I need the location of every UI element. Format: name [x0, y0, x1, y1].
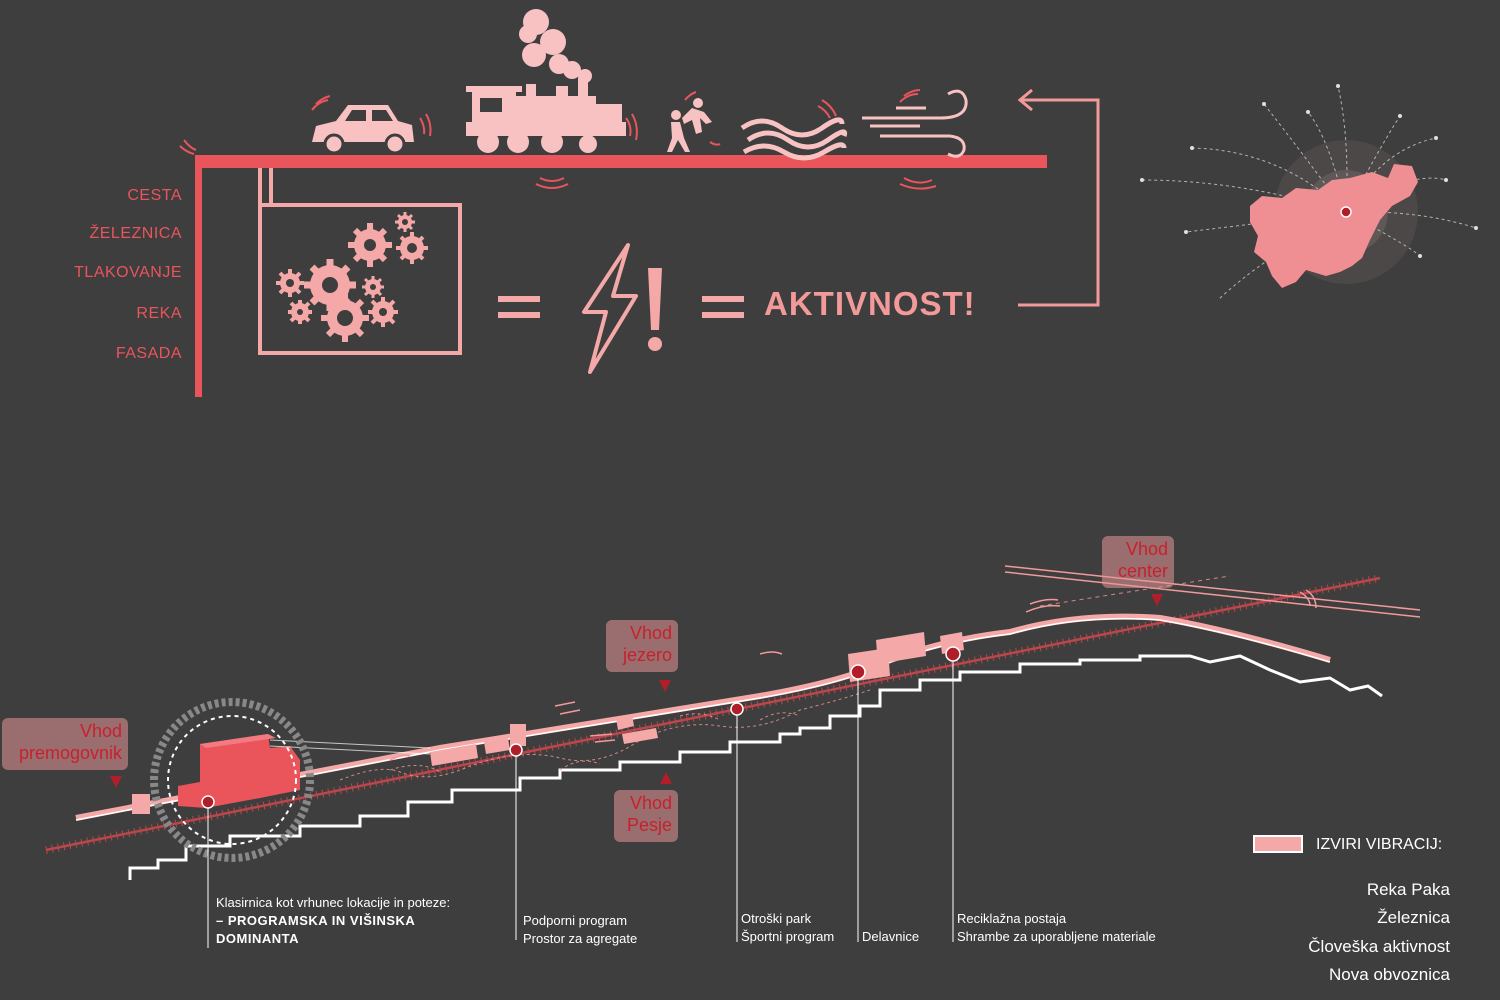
water-waves-icon — [740, 99, 848, 161]
arrow-premogovnik — [110, 776, 122, 788]
focus-circle — [150, 698, 314, 862]
label-tlakovanje: TLAKOVANJE — [74, 264, 182, 281]
steam-train-icon — [466, 9, 638, 189]
slovenia-map-icon — [1140, 84, 1478, 301]
caption-reciklazna: Reciklažna postaja Shrambe za uporabljen… — [957, 910, 1156, 946]
otroski-buildings — [616, 714, 658, 744]
caption-reciklazna-line2: Shrambe za uporabljene materiale — [957, 929, 1156, 944]
equals-sign-2 — [702, 296, 744, 318]
caption-klasirnica: Klasirnica kot vrhunec lokacije in potez… — [216, 894, 450, 948]
railway-track — [45, 574, 1381, 854]
aktivnost-label: AKTIVNOST! — [764, 285, 976, 322]
delavnice-buildings — [848, 632, 964, 682]
vibration-marks — [389, 589, 1317, 761]
marker-klasirnica — [201, 795, 215, 809]
caption-delavnice: Delavnice — [862, 929, 920, 944]
legend-item-nova-obvoznica: Nova obvoznica — [1329, 965, 1450, 984]
internal-paths — [339, 575, 1231, 781]
caption-klasirnica-line1: Klasirnica kot vrhunec lokacije in potez… — [216, 895, 451, 910]
arrow-center — [1151, 594, 1163, 606]
arrow-jezero — [659, 680, 671, 692]
marker-delavnice — [850, 664, 866, 680]
entrance-arrows — [110, 594, 1163, 788]
location-markers — [201, 646, 961, 948]
wind-icon — [862, 89, 968, 190]
new-bypass-road — [1004, 565, 1421, 618]
main-road — [75, 613, 1331, 821]
legend-item-cloveska-aktivnost: Človeška aktivnost — [1308, 937, 1450, 956]
gears-box — [258, 168, 462, 355]
caption-reciklazna-line1: Reciklažna postaja — [957, 911, 1067, 926]
caption-podporni: Podporni program Prostor za agregate — [523, 912, 637, 948]
arrow-pesje — [660, 772, 672, 784]
terrain-boundary — [128, 654, 1383, 880]
caption-otroski-line1: Otroški park — [741, 911, 812, 926]
marker-otroski — [730, 702, 744, 716]
legend-item-zeleznica: Železnica — [1377, 908, 1450, 927]
podporni-buildings — [430, 724, 526, 766]
people-icon — [667, 91, 721, 152]
legend-swatch — [1253, 835, 1303, 853]
smoke-icon — [519, 9, 592, 83]
lightning-icon — [582, 243, 638, 374]
label-cesta: CESTA — [127, 187, 182, 204]
small-building-1 — [132, 794, 150, 814]
label-zeleznica: ŽELEZNICA — [89, 225, 182, 242]
top-frame — [195, 155, 1047, 397]
marker-reciklazna — [945, 646, 961, 662]
car-icon — [179, 95, 432, 155]
klasirnica-building — [178, 734, 300, 808]
caption-otroski-line2: Športni program — [741, 929, 835, 944]
buildings — [132, 632, 964, 814]
feedback-arrow — [1017, 88, 1100, 307]
label-fasada: FASADA — [115, 345, 182, 362]
caption-klasirnica-line2: – PROGRAMSKA IN VIŠINSKA — [216, 913, 416, 928]
marker-podporni — [509, 743, 523, 757]
exclamation-icon — [648, 268, 662, 351]
gears-icon — [276, 212, 428, 342]
legend-item-reka-paka: Reka Paka — [1366, 880, 1450, 899]
equals-sign-1 — [498, 296, 540, 318]
caption-podporni-line2: Prostor za agregate — [523, 931, 638, 946]
tunnel-bridge — [269, 739, 431, 755]
caption-klasirnica-line3: DOMINANTA — [216, 931, 299, 946]
caption-otroski: Otroški park Športni program — [741, 910, 834, 946]
caption-podporni-line1: Podporni program — [523, 913, 628, 928]
label-reka: REKA — [136, 305, 182, 322]
legend-title: IZVIRI VIBRACIJ: — [1316, 836, 1443, 853]
